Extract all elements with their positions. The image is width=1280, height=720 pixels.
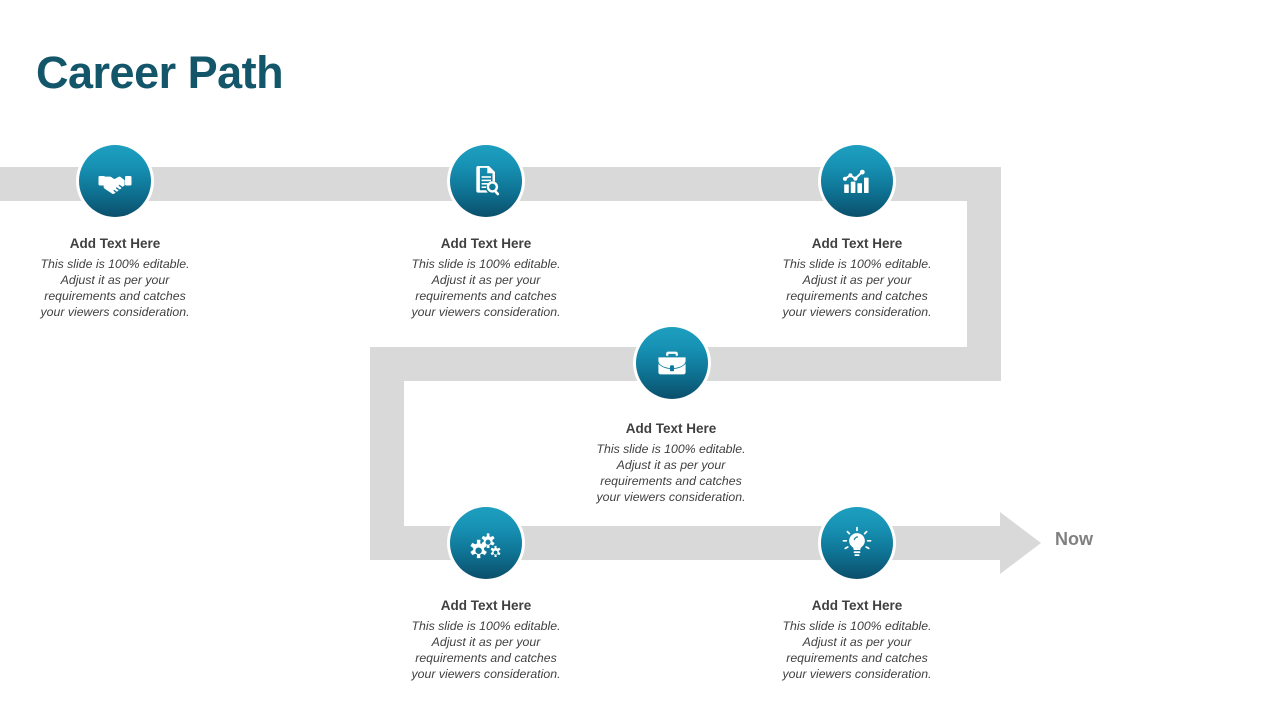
body-line: your viewers consideration. [596,489,746,504]
body-line: requirements and catches [600,473,742,488]
milestone-node-1-circle[interactable] [79,145,151,217]
handshake-icon [97,163,133,199]
briefcase-icon [655,346,689,380]
body-line: your viewers consideration. [411,304,561,319]
milestone-node-3-circle[interactable] [821,145,893,217]
milestone-node-2[interactable] [450,145,522,217]
body-line: Adjust it as per your [431,635,541,650]
body-line: your viewers consideration. [411,666,561,681]
body-line: requirements and catches [415,650,557,665]
page-title: Career Path [36,47,284,98]
body-line: This slide is 100% editable. [782,257,932,272]
milestone-node-4-circle[interactable] [636,327,708,399]
body-line: requirements and catches [786,650,928,665]
body-line: requirements and catches [786,288,928,303]
milestone-node-1[interactable] [79,145,151,217]
gears-icon [468,525,504,561]
body-line: Adjust it as per your [60,273,170,288]
milestone-heading-3: Add Text Here [811,236,903,251]
milestone-body-6: This slide is 100% editable. Adjust it a… [762,619,952,682]
body-line: This slide is 100% editable. [411,619,561,634]
milestone-text-6: Add Text Here This slide is 100% editabl… [762,598,952,683]
milestone-heading-5: Add Text Here [440,598,532,613]
milestone-heading-2: Add Text Here [440,236,532,251]
milestone-node-5-circle[interactable] [450,507,522,579]
milestone-node-2-circle[interactable] [450,145,522,217]
body-line: your viewers consideration. [782,666,932,681]
milestone-node-3[interactable] [821,145,893,217]
milestone-body-4: This slide is 100% editable. Adjust it a… [576,442,766,505]
body-line: Adjust it as per your [431,273,541,288]
milestone-node-4[interactable] [636,327,708,399]
lightbulb-icon [840,526,874,560]
body-line: This slide is 100% editable. [596,442,746,457]
now-marker-label: Now [1055,529,1093,549]
milestone-node-5[interactable] [450,507,522,579]
milestone-body-5: This slide is 100% editable. Adjust it a… [391,619,581,682]
milestone-heading-1: Add Text Here [69,236,161,251]
milestone-heading-4: Add Text Here [625,421,717,436]
milestone-heading-6: Add Text Here [811,598,903,613]
body-line: requirements and catches [415,288,557,303]
document-search-icon [469,164,503,198]
growth-chart-icon [840,164,874,198]
milestone-body-1: This slide is 100% editable. Adjust it a… [20,257,210,320]
milestone-text-4: Add Text Here This slide is 100% editabl… [576,421,766,506]
milestone-body-3: This slide is 100% editable. Adjust it a… [762,257,952,320]
milestone-body-2: This slide is 100% editable. Adjust it a… [391,257,581,320]
milestone-node-6-circle[interactable] [821,507,893,579]
body-line: Adjust it as per your [802,635,912,650]
body-line: Adjust it as per your [616,458,726,473]
body-line: Adjust it as per your [802,273,912,288]
body-line: your viewers consideration. [782,304,932,319]
body-line: requirements and catches [44,288,186,303]
body-line: This slide is 100% editable. [411,257,561,272]
path-segment-left-riser [370,347,404,556]
milestone-text-5: Add Text Here This slide is 100% editabl… [391,598,581,683]
path-segment-right-riser [967,167,1001,376]
milestone-text-2: Add Text Here This slide is 100% editabl… [391,236,581,321]
milestone-node-6[interactable] [821,507,893,579]
body-line: your viewers consideration. [40,304,190,319]
milestone-text-3: Add Text Here This slide is 100% editabl… [762,236,952,321]
body-line: This slide is 100% editable. [40,257,190,272]
path-arrowhead [1000,512,1041,574]
body-line: This slide is 100% editable. [782,619,932,634]
milestone-text-1: Add Text Here This slide is 100% editabl… [20,236,210,321]
